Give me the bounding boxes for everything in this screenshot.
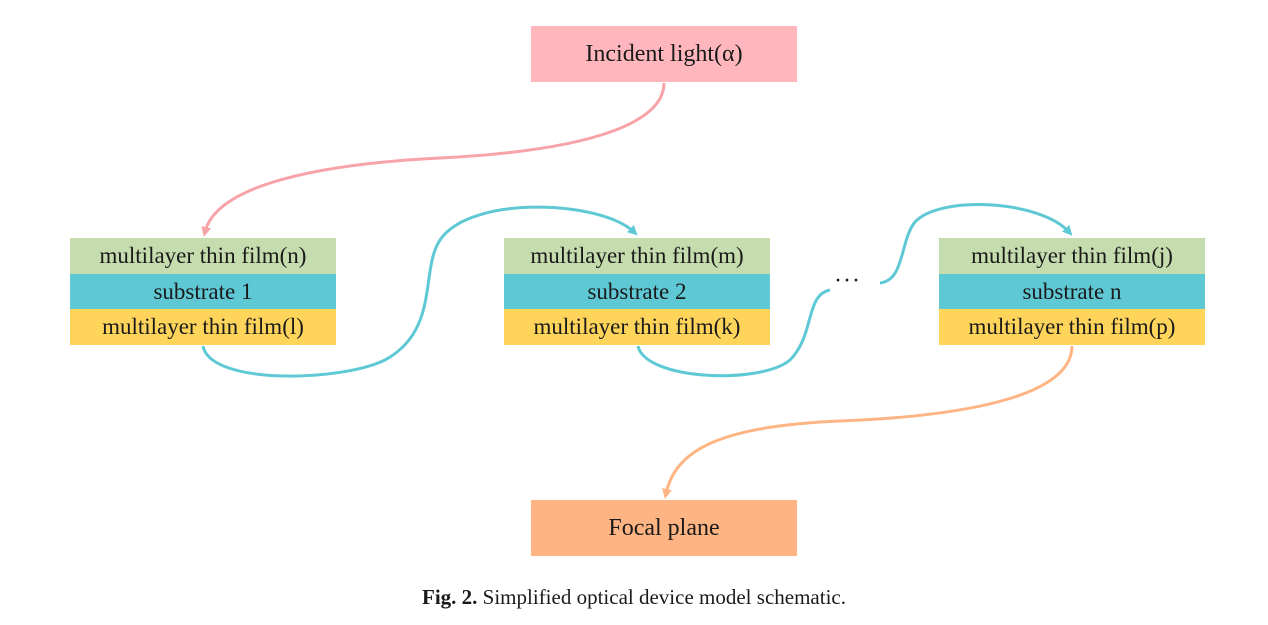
thin-film-stack: multilayer thin film(m) substrate 2 mult… [504, 238, 770, 346]
bottom-film-layer: multilayer thin film(l) [70, 309, 336, 346]
incident-light-label: Incident light(α) [585, 40, 743, 67]
focal-plane-node: Focal plane [531, 500, 797, 556]
substrate-layer: substrate n [939, 273, 1205, 310]
substrate-layer: substrate 1 [70, 273, 336, 310]
substrate-layer: substrate 2 [504, 273, 770, 310]
thin-film-stack: multilayer thin film(n) substrate 1 mult… [70, 238, 336, 346]
bottom-film-layer: multilayer thin film(k) [504, 309, 770, 346]
connector-stack-2-to-ellipsis [636, 288, 831, 378]
figure-caption: Fig. 2. Simplified optical device model … [0, 585, 1268, 610]
figure-number: Fig. 2. [422, 585, 478, 609]
connector-stack-n-to-focal [662, 345, 1074, 499]
figure-caption-text: Simplified optical device model schemati… [482, 585, 846, 609]
connector-stack-1-to-stack-2 [201, 205, 638, 378]
top-film-layer: multilayer thin film(m) [504, 238, 770, 274]
bottom-film-layer: multilayer thin film(p) [939, 309, 1205, 346]
ellipsis-continuation: ··· [834, 268, 861, 294]
connector-ellipsis-to-stack-n [879, 203, 1073, 285]
top-film-layer: multilayer thin film(j) [939, 238, 1205, 274]
focal-plane-label: Focal plane [608, 514, 720, 541]
top-film-layer: multilayer thin film(n) [70, 238, 336, 274]
connector-incident-to-stack-1 [201, 82, 666, 237]
incident-light-node: Incident light(α) [531, 26, 797, 82]
thin-film-stack: multilayer thin film(j) substrate n mult… [939, 238, 1205, 346]
